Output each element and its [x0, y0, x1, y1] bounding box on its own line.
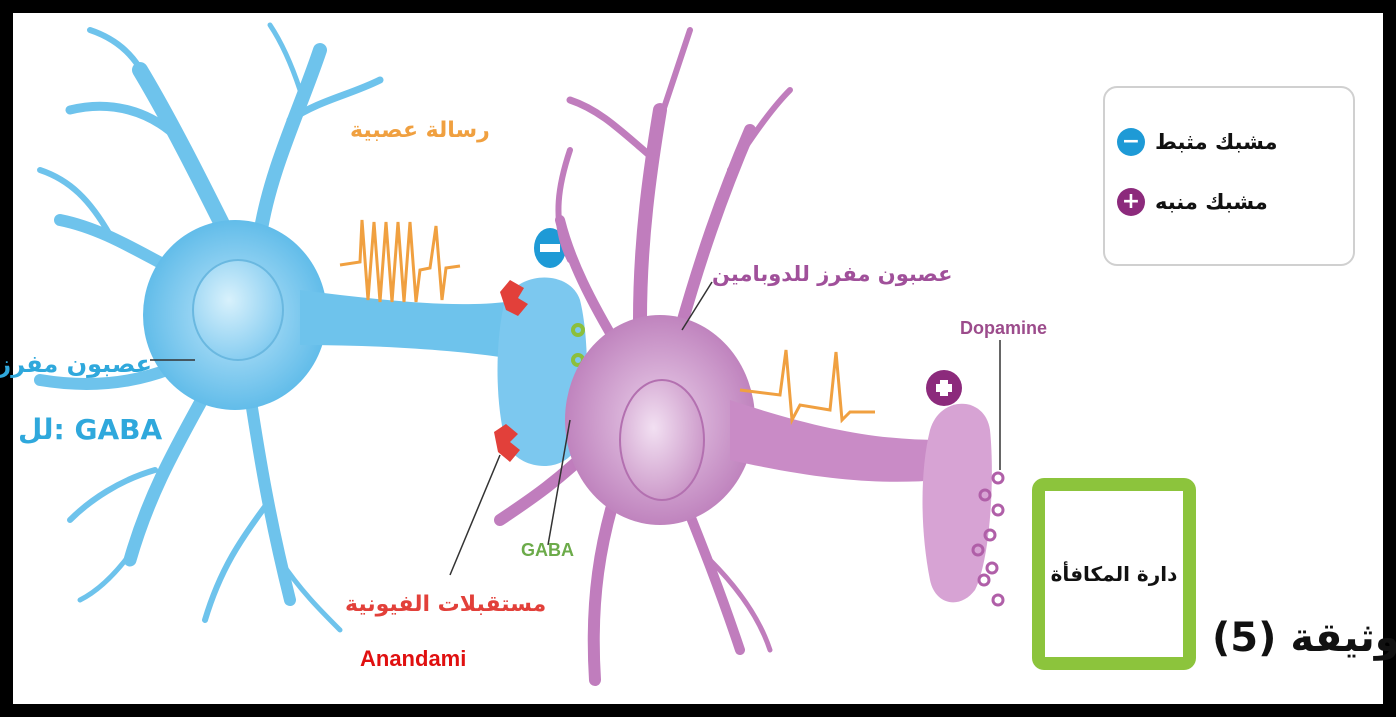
gaba-neuron-label-line1: عصبون مفرز — [12, 350, 152, 378]
gaba-label: GABA — [521, 540, 574, 561]
receptors-label: مستقبلات الفيونية — [345, 592, 546, 617]
gaba-neuron — [40, 25, 587, 630]
minus-icon: − — [1117, 128, 1145, 156]
dopamine-neuron-label: عصبون مفرز للدوبامين — [712, 262, 952, 286]
legend-inhibitory-label: مشبك مثبط — [1155, 130, 1277, 154]
legend-excitatory: مشبك منبه + — [1117, 188, 1268, 216]
nerve-message-label: رسالة عصبية — [350, 118, 490, 143]
reward-circuit-label: دارة المكافأة — [1051, 562, 1178, 586]
nerve-signal — [340, 220, 460, 302]
document-label: الوثيقة (5) — [1212, 615, 1396, 661]
legend: مشبك مثبط − مشبك منبه + — [1103, 86, 1355, 266]
gaba-neuron-label-line2: لل: GABA — [18, 413, 162, 446]
excitatory-synapse-icon — [926, 370, 962, 406]
legend-excitatory-label: مشبك منبه — [1155, 190, 1268, 214]
legend-inhibitory: مشبك مثبط − — [1117, 128, 1277, 156]
dopamine-signal — [740, 350, 875, 420]
anandami-label: Anandami — [360, 646, 466, 672]
plus-icon: + — [1117, 188, 1145, 216]
reward-circuit-box: دارة المكافأة — [1032, 478, 1196, 670]
dopamine-label: Dopamine — [960, 318, 1047, 339]
